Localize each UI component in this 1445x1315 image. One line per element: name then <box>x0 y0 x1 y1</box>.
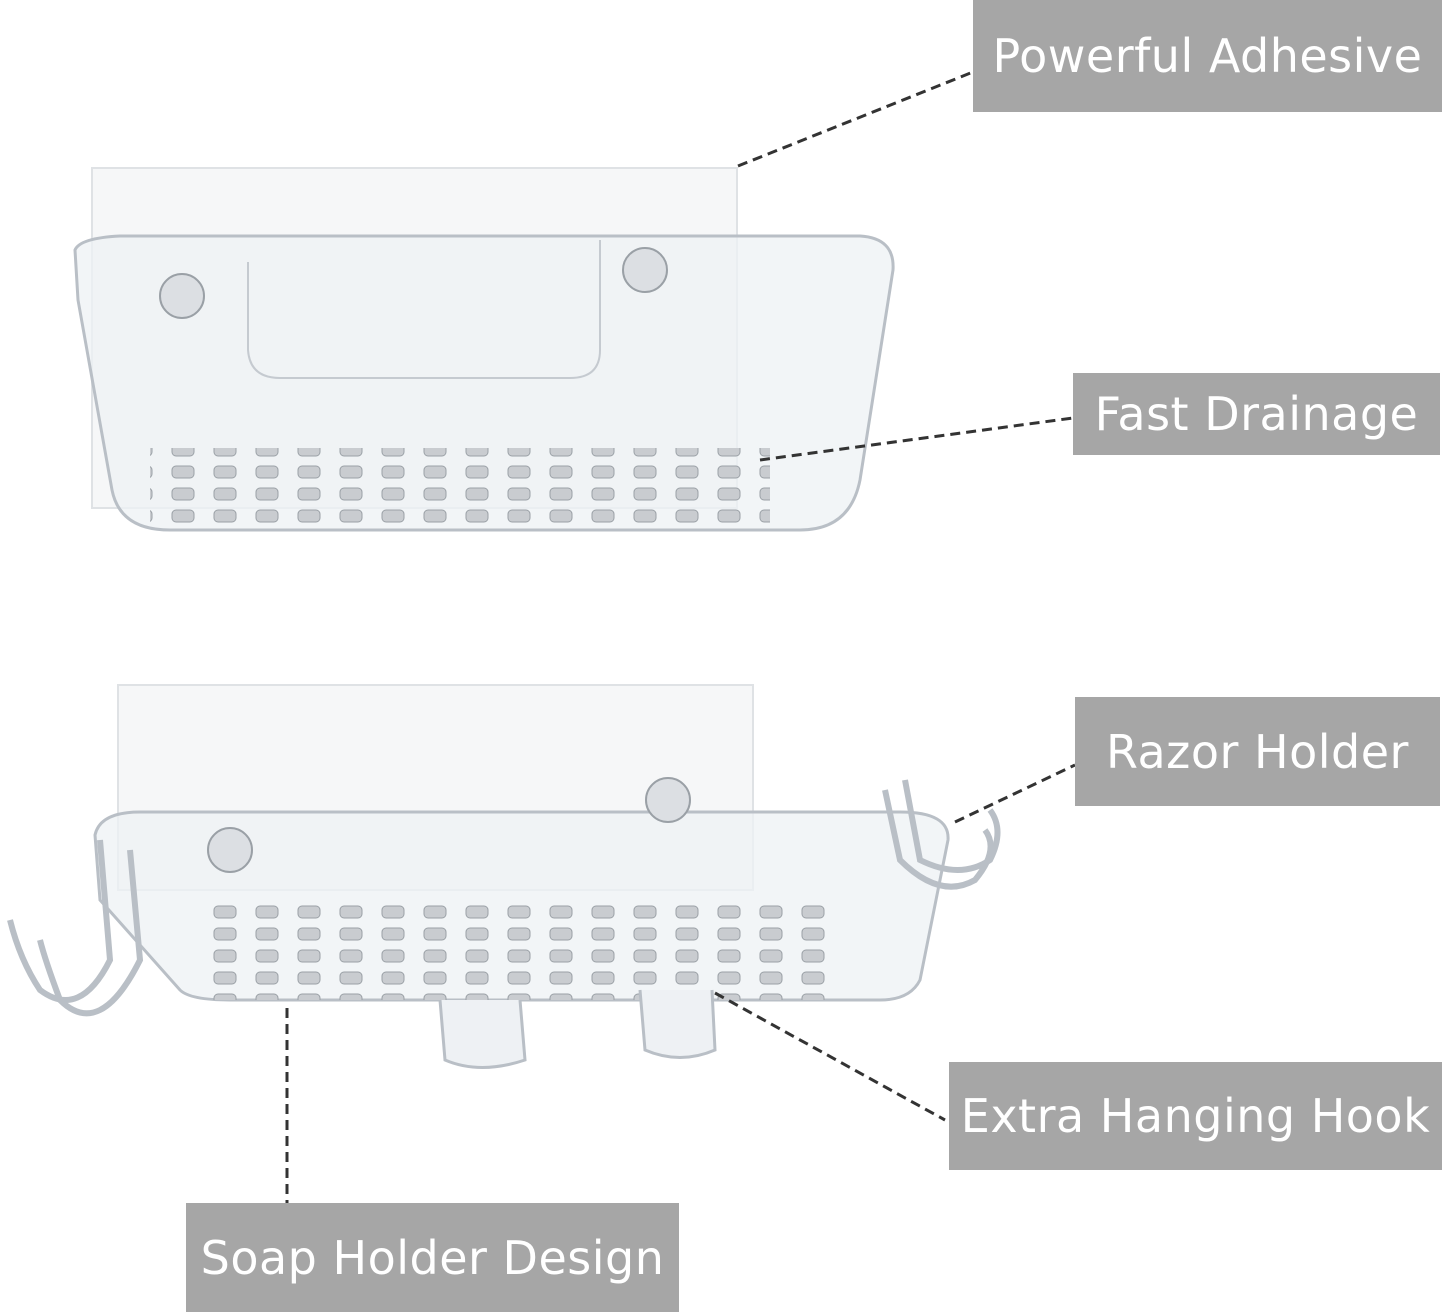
hook-left <box>37 849 144 1017</box>
callout-soap-holder-design: Soap Holder Design <box>186 1203 679 1312</box>
leader-line-razor <box>954 763 1076 824</box>
razor-hook <box>882 789 994 890</box>
extra-hook <box>638 989 717 1059</box>
callout-text: Powerful Adhesive <box>992 29 1423 83</box>
callout-razor-holder: Razor Holder <box>1075 697 1440 806</box>
razor-hook <box>902 779 1001 873</box>
hook-left <box>7 839 114 1003</box>
callout-powerful-adhesive: Powerful Adhesive <box>973 0 1442 112</box>
leader-line-adhesive <box>737 70 974 168</box>
leader-line-drainage <box>759 416 1074 462</box>
callout-fast-drainage: Fast Drainage <box>1073 373 1440 455</box>
basket-bottom <box>7 684 1001 1069</box>
suction-cup <box>159 273 205 319</box>
callout-extra-hanging-hook: Extra Hanging Hook <box>949 1062 1442 1170</box>
callout-text: Soap Holder Design <box>200 1230 665 1285</box>
suction-cup <box>207 827 253 873</box>
suction-cup <box>645 777 691 823</box>
callout-text: Fast Drainage <box>1094 387 1419 441</box>
callout-text: Razor Holder <box>1106 724 1409 779</box>
suction-cup <box>622 247 668 293</box>
leader-line-hook <box>714 991 946 1122</box>
callout-text: Extra Hanging Hook <box>960 1089 1431 1143</box>
basket-top <box>73 167 895 532</box>
extra-hook <box>438 999 527 1069</box>
